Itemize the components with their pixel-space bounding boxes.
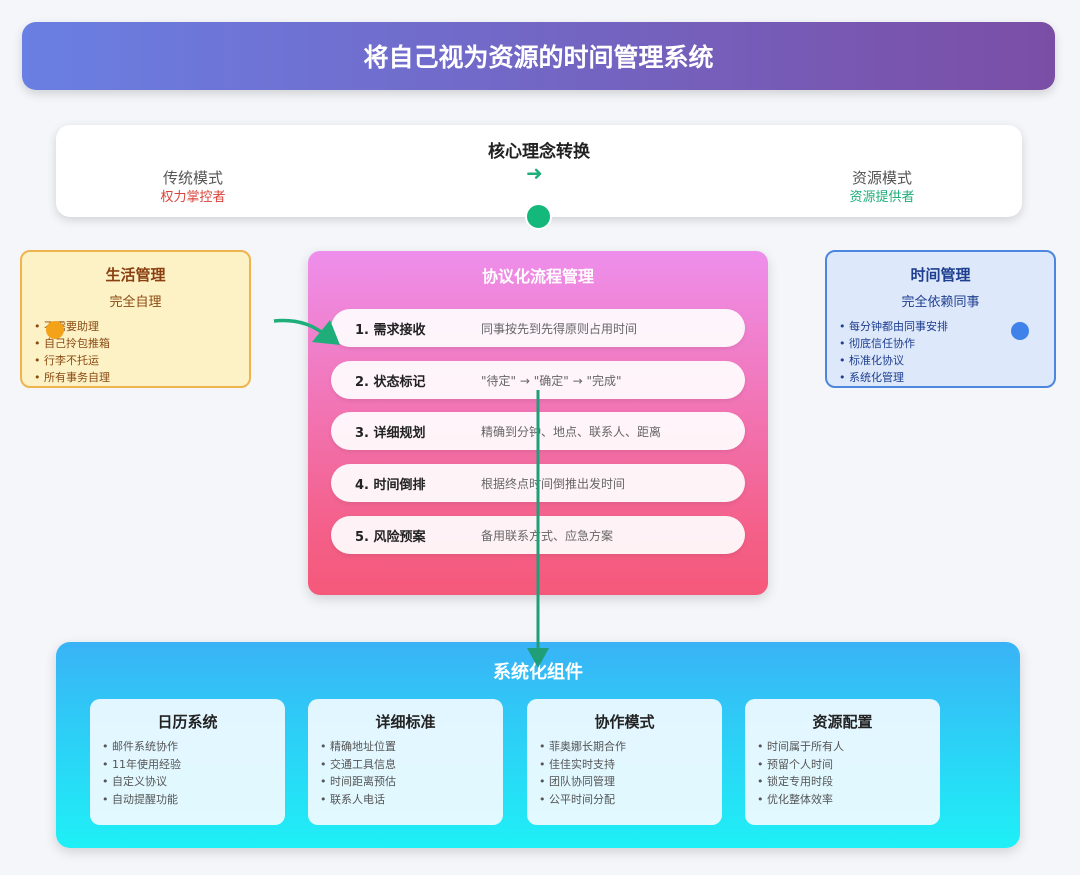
core-concept-card: 核心理念转换 传统模式 权力掌控者 ➜ 资源模式 资源提供者	[56, 125, 1022, 217]
process-step: 1. 需求接收 同事按先到先得原则占用时间	[331, 309, 745, 347]
connector-dot	[525, 203, 552, 230]
list-item: 系统化管理	[839, 369, 1042, 386]
time-subtitle: 完全依赖同事	[901, 295, 980, 310]
step-name: 3. 详细规划	[355, 425, 426, 441]
arrow-right-icon: ➜	[526, 161, 543, 185]
list-item: 佳佳实时支持	[539, 756, 710, 774]
step-desc: 备用联系方式、应急方案	[481, 528, 614, 543]
page-title: 将自己视为资源的时间管理系统	[22, 22, 1055, 90]
step-name: 2. 状态标记	[355, 374, 426, 390]
list-item: 彻底信任协作	[839, 335, 1042, 352]
protocol-title: 协议化流程管理	[481, 267, 594, 286]
component-title: 资源配置	[812, 713, 873, 731]
component-title: 日历系统	[157, 713, 218, 731]
list-item: 行李不托运	[34, 352, 237, 369]
step-name: 4. 时间倒排	[355, 477, 426, 493]
curved-arrow	[273, 318, 327, 337]
list-item: 锁定专用时段	[757, 773, 928, 791]
list-item: 优化整体效率	[757, 791, 928, 809]
step-name: 5. 风险预案	[355, 529, 426, 545]
arrowhead-icon	[312, 320, 340, 345]
resource-role: 资源提供者	[849, 190, 915, 205]
list-item: 联系人电话	[320, 791, 491, 809]
list-item: 自定义协议	[102, 773, 273, 791]
orange-dot	[46, 321, 64, 339]
step-desc: "待定" → "确定" → "完成"	[481, 373, 622, 388]
time-title: 时间管理	[910, 266, 971, 284]
resource-mode-label: 资源模式	[851, 169, 912, 187]
component-title: 协作模式	[594, 713, 655, 731]
list-item: 标准化协议	[839, 352, 1042, 369]
life-subtitle: 完全自理	[109, 295, 162, 310]
component-title: 详细标准	[375, 713, 436, 731]
traditional-role: 权力掌控者	[160, 190, 226, 205]
list-item: 公平时间分配	[539, 791, 710, 809]
system-title: 系统化组件	[493, 662, 583, 683]
system-components-panel: 系统化组件 日历系统 邮件系统协作11年使用经验自定义协议自动提醒功能 详细标准…	[56, 642, 1020, 848]
time-management-card: 时间管理 完全依赖同事 每分钟都由同事安排 彻底信任协作 标准化协议 系统化管理	[825, 250, 1056, 388]
list-item: 自动提醒功能	[102, 791, 273, 809]
list-item: 所有事务自理	[34, 369, 237, 386]
list-item: 自己拎包推箱	[34, 335, 237, 352]
list-item: 菲奥娜长期合作	[539, 738, 710, 756]
life-title: 生活管理	[105, 266, 166, 284]
list-item: 11年使用经验	[102, 756, 273, 774]
step-name: 1. 需求接收	[355, 322, 426, 338]
step-desc: 精确到分钟、地点、联系人、距离	[481, 424, 662, 439]
list-item: 交通工具信息	[320, 756, 491, 774]
step-desc: 根据终点时间倒推出发时间	[481, 476, 626, 491]
blue-dot	[1011, 322, 1029, 340]
arrowhead-icon	[527, 648, 549, 668]
life-management-card: 生活管理 完全自理 不需要助理 自己拎包推箱 行李不托运 所有事务自理	[20, 250, 251, 388]
list-item: 团队协同管理	[539, 773, 710, 791]
core-title: 核心理念转换	[488, 142, 590, 162]
list-item: 精确地址位置	[320, 738, 491, 756]
traditional-mode-label: 传统模式	[162, 169, 223, 187]
list-item: 时间属于所有人	[757, 738, 928, 756]
list-item: 预留个人时间	[757, 756, 928, 774]
component-card: 日历系统 邮件系统协作11年使用经验自定义协议自动提醒功能	[90, 699, 285, 825]
step-desc: 同事按先到先得原则占用时间	[481, 321, 638, 336]
list-item: 时间距离预估	[320, 773, 491, 791]
list-item: 邮件系统协作	[102, 738, 273, 756]
list-item: 每分钟都由同事安排	[839, 318, 1042, 335]
component-card: 详细标准 精确地址位置交通工具信息时间距离预估联系人电话	[308, 699, 503, 825]
component-card: 协作模式 菲奥娜长期合作佳佳实时支持团队协同管理公平时间分配	[527, 699, 722, 825]
component-card: 资源配置 时间属于所有人预留个人时间锁定专用时段优化整体效率	[745, 699, 940, 825]
